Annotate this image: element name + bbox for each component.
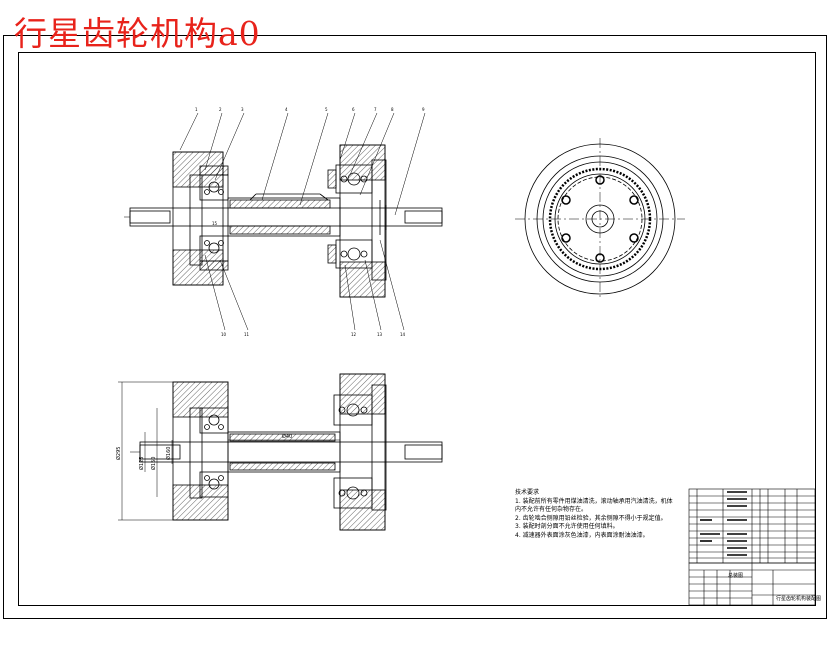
balloon-5: 5 — [325, 107, 328, 112]
balloon-2: 2 — [219, 107, 222, 112]
tech-note-4: 4. 减速器外表面涂灰色油漆，内表面涂耐油油漆。 — [515, 531, 649, 539]
balloon-13: 13 — [377, 332, 383, 337]
dim-inner-dia-2: Ø150 — [150, 457, 157, 470]
title-block — [688, 562, 816, 606]
dim-inner-dia-1: Ø125 — [138, 457, 145, 470]
sheet-inner-border — [18, 52, 816, 606]
bottom-section-view — [118, 373, 444, 531]
end-view — [515, 138, 685, 300]
tech-note-1: 1. 装配前所有零件用煤油清洗，滚动轴承用汽油清洗，机体内不允许有任何杂物存在。 — [515, 497, 673, 514]
dim-shaft-length: Ø40 — [282, 433, 292, 440]
title-block-drawing-name: 行星齿轮机构装配图 — [776, 595, 821, 602]
balloon-9: 9 — [422, 107, 425, 112]
dimension-labels: Ø40 Ø295 Ø160 Ø125 Ø150 — [115, 433, 292, 470]
sheet-outer-border — [3, 35, 827, 619]
balloon-15: 15 — [212, 221, 218, 226]
balloon-8: 8 — [391, 107, 394, 112]
balloon-4: 4 — [285, 107, 288, 112]
top-section-view — [124, 112, 444, 331]
dim-hub-dia: Ø160 — [165, 447, 172, 460]
balloon-6: 6 — [352, 107, 355, 112]
tech-notes-heading: 技术要求 — [515, 489, 540, 496]
balloon-3: 3 — [241, 107, 244, 112]
part-balloons: 1 2 3 4 5 6 7 8 9 10 11 12 13 14 15 — [195, 107, 425, 337]
balloon-11: 11 — [244, 332, 250, 337]
balloon-7: 7 — [374, 107, 377, 112]
balloon-12: 12 — [351, 332, 357, 337]
tech-note-3: 3. 装配时剖分面不允许使用任何填料。 — [515, 523, 619, 531]
technical-requirements: 技术要求 1. 装配前所有零件用煤油清洗，滚动轴承用汽油清洗，机体内不允许有任何… — [515, 489, 675, 541]
balloon-14: 14 — [400, 332, 406, 337]
page-title: 行星齿轮机构a0 — [14, 14, 261, 53]
dim-outer-dia: Ø295 — [115, 447, 122, 460]
balloon-1: 1 — [195, 107, 198, 112]
balloon-10: 10 — [221, 332, 227, 337]
parts-list-table — [688, 488, 816, 564]
title-block-assembly-label: 总装图 — [728, 572, 743, 579]
tech-note-2: 2. 齿轮啮合侧隙用铅丝检验，其余侧隙不得小于规定值。 — [515, 514, 667, 522]
